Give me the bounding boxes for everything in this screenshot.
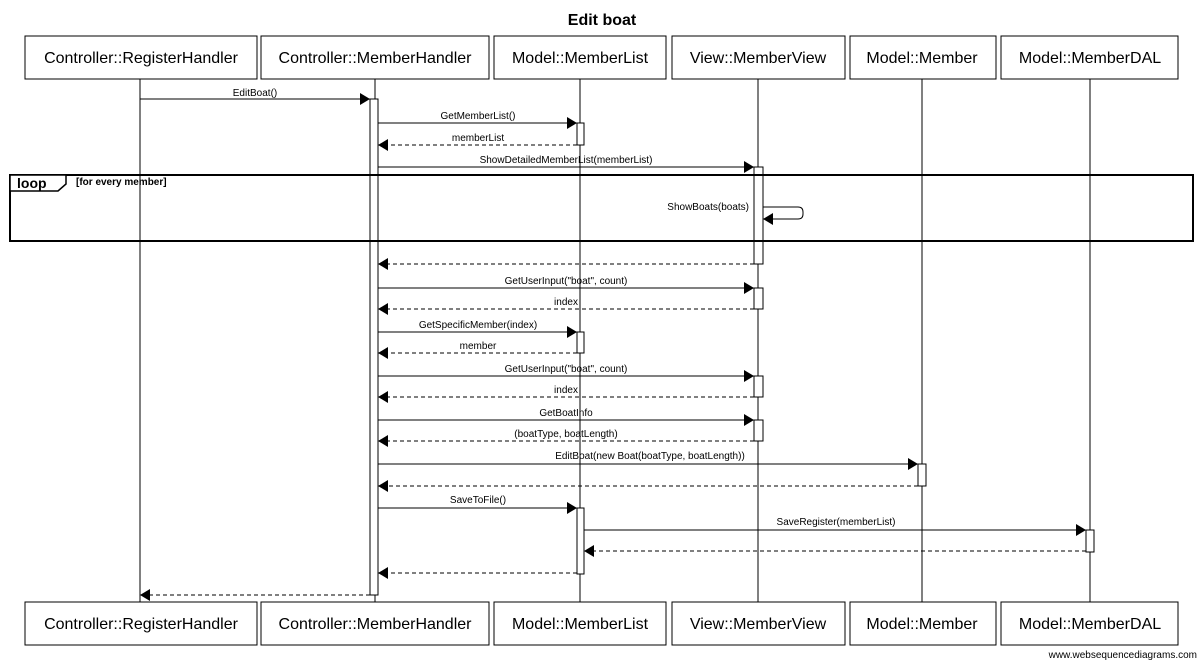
participant-label: Model::MemberDAL [1019, 50, 1161, 67]
activation-bar [576, 331, 585, 354]
message-self: ShowBoats(boats) [667, 202, 804, 225]
activation-bar [753, 166, 764, 265]
message-label: GetBoatInfo [539, 408, 593, 419]
participant-mh-top: Controller::MemberHandler [260, 35, 490, 80]
message-label: SaveRegister(memberList) [777, 517, 896, 528]
message-label: GetSpecificMember(index) [419, 320, 537, 331]
participant-label: Model::Member [866, 616, 978, 633]
participant-label: Model::MemberList [512, 616, 649, 633]
message-label: ShowDetailedMemberList(memberList) [480, 155, 653, 166]
diagram-title: Edit boat [568, 12, 637, 29]
message-call: SaveToFile() [378, 495, 577, 514]
activation-bar [753, 419, 764, 442]
message-label: GetMemberList() [440, 111, 515, 122]
message-call: EditBoat(new Boat(boatType, boatLength)) [378, 451, 918, 470]
message-call: GetUserInput("boat", count) [378, 276, 754, 294]
participant-ml-bottom: Model::MemberList [493, 601, 667, 646]
participant-label: Controller::MemberHandler [279, 616, 473, 633]
activation-bar [917, 463, 927, 487]
message-call: GetBoatInfo [378, 408, 754, 426]
activation-bar [576, 507, 585, 575]
message-return: member [378, 341, 577, 359]
message-return: (boatType, boatLength) [378, 429, 754, 447]
message-label: memberList [452, 133, 504, 144]
activation-bar [369, 98, 379, 596]
participant-label: Controller::RegisterHandler [44, 616, 239, 633]
message-call: GetSpecificMember(index) [378, 320, 577, 338]
message-return: index [378, 385, 754, 403]
message-label: EditBoat() [233, 88, 277, 99]
message-label: SaveToFile() [450, 495, 506, 506]
participant-ml-top: Model::MemberList [493, 35, 667, 80]
message-label: EditBoat(new Boat(boatType, boatLength)) [555, 451, 745, 462]
message-label: member [460, 341, 497, 352]
message-call: EditBoat() [140, 88, 370, 105]
activation-bar [1085, 529, 1095, 553]
watermark: www.websequencediagrams.com [1048, 650, 1197, 661]
activation-bar [753, 287, 764, 310]
message-label: (boatType, boatLength) [514, 429, 617, 440]
participant-label: Controller::RegisterHandler [44, 50, 239, 67]
message-return: index [378, 297, 754, 315]
message-label: GetUserInput("boat", count) [505, 364, 628, 375]
participant-label: Controller::MemberHandler [279, 50, 473, 67]
participant-rh-top: Controller::RegisterHandler [24, 35, 258, 80]
participant-mh-bottom: Controller::MemberHandler [260, 601, 490, 646]
participant-label: Model::MemberList [512, 50, 649, 67]
message-label: ShowBoats(boats) [667, 202, 749, 213]
message-label: index [554, 297, 578, 308]
activation-bar [576, 122, 585, 146]
message-call: SaveRegister(memberList) [584, 517, 1086, 536]
participant-label: Model::Member [866, 50, 978, 67]
message-label: GetUserInput("boat", count) [505, 276, 628, 287]
participant-dal-bottom: Model::MemberDAL [1000, 601, 1179, 646]
participant-label: View::MemberView [690, 50, 827, 67]
participant-label: View::MemberView [690, 616, 827, 633]
loop-condition: [for every member] [76, 177, 167, 188]
loop-fragment: loop [for every member] [9, 174, 1194, 242]
message-call: GetUserInput("boat", count) [378, 364, 754, 382]
participant-m-bottom: Model::Member [849, 601, 997, 646]
message-label: index [554, 385, 578, 396]
participant-rh-bottom: Controller::RegisterHandler [24, 601, 258, 646]
participant-dal-top: Model::MemberDAL [1000, 35, 1179, 80]
message-call: GetMemberList() [378, 111, 577, 129]
message-return: memberList [378, 133, 577, 151]
participant-mv-top: View::MemberView [671, 35, 846, 80]
participant-label: Model::MemberDAL [1019, 616, 1161, 633]
loop-label: loop [17, 175, 47, 191]
participant-mv-bottom: View::MemberView [671, 601, 846, 646]
activation-bar [753, 375, 764, 398]
message-call: ShowDetailedMemberList(memberList) [378, 155, 754, 173]
participant-m-top: Model::Member [849, 35, 997, 80]
